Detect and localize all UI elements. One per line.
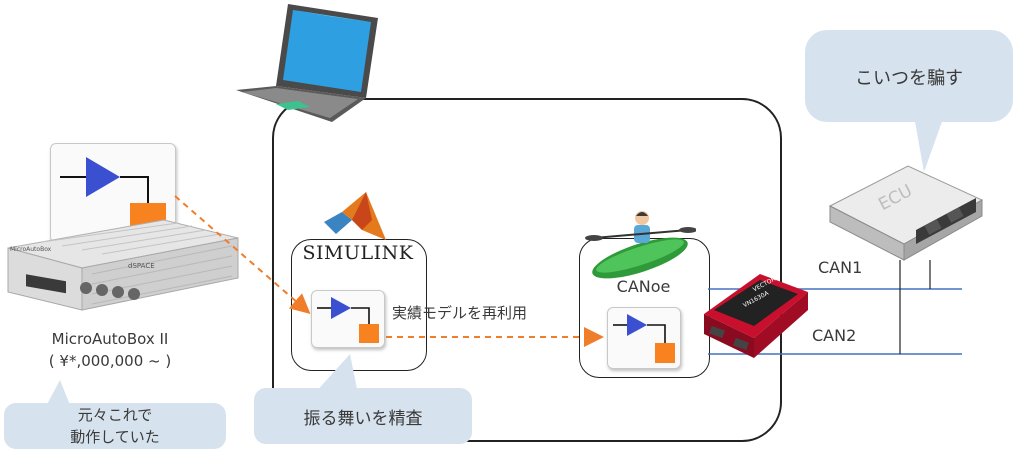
microautobox-price: ( ¥*,000,000 ~ ) (48, 352, 172, 370)
canoe-logo-icon (585, 211, 696, 279)
callout-ecu-pointer (914, 116, 944, 172)
matlab-logo-icon (324, 192, 386, 240)
reuse-label: 実績モデルを再利用 (392, 304, 528, 322)
simulink-model-block-icon (317, 297, 379, 343)
callout-originally (4, 403, 226, 449)
callout-behavior (254, 388, 472, 444)
can2-label: CAN2 (812, 326, 857, 345)
callout-originally-line2: 動作していた (70, 428, 160, 446)
mab-product-text: MicroAutoBox (10, 246, 52, 253)
pc-environment-frame (272, 98, 782, 442)
simulink-logo-text: SIMULINK (302, 242, 414, 264)
ecu-device-image (828, 165, 984, 261)
callout-ecu (805, 30, 1013, 122)
canoe-model-block-icon (613, 314, 675, 363)
callout-ecu-text: こいつを騙す (855, 68, 963, 89)
callout-behavior-text: 振る舞いを精査 (303, 409, 423, 429)
mab-brand-text: dSPACE (128, 262, 155, 270)
vector-interface-device-image (704, 274, 808, 358)
callout-behavior-pointer (314, 354, 358, 394)
callout-originally-pointer (44, 380, 72, 410)
microautobox-name: MicroAutoBox II (51, 330, 169, 348)
microautobox-device-image (7, 219, 239, 311)
callout-originally-line1: 元々これで (77, 406, 153, 424)
canoe-label: CANoe (616, 277, 671, 296)
laptop-icon (236, 4, 378, 122)
can1-label: CAN1 (818, 258, 863, 277)
